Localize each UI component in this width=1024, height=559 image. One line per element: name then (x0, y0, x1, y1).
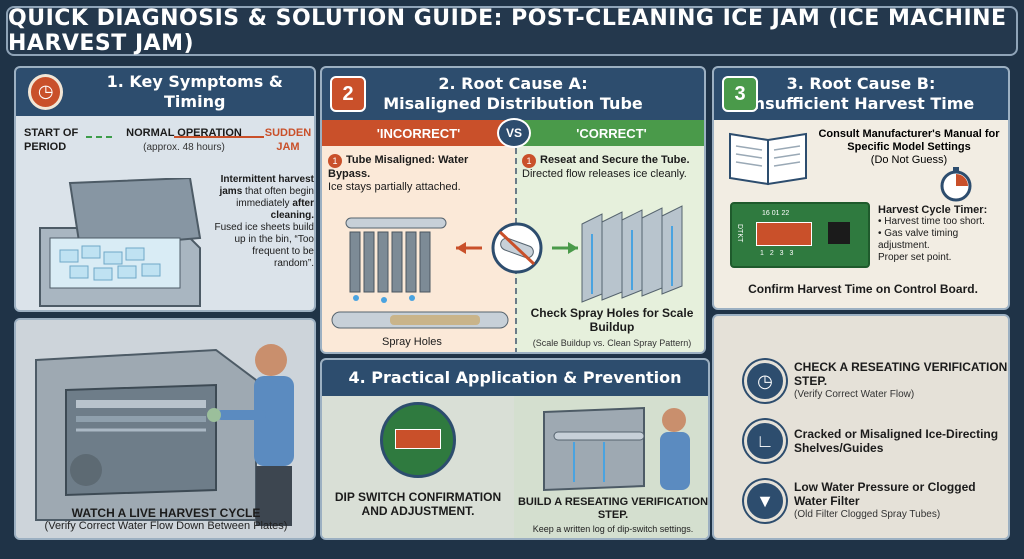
tip-filter-sub: (Old Filter Clogged Spray Tubes) (794, 509, 941, 520)
root-cause-a-panel: 2. Root Cause A: Misaligned Distribution… (320, 66, 706, 354)
page-title: QUICK DIAGNOSIS & SOLUTION GUIDE: POST-C… (8, 6, 1007, 56)
title-bar: QUICK DIAGNOSIS & SOLUTION GUIDE: POST-C… (6, 6, 1018, 56)
tip-reseating-title: CHECK A RESEATING VERIFICATION STEP. (794, 360, 1008, 388)
correct-label: 'CORRECT' (515, 120, 704, 146)
control-board: 16 01 22 DTKT 1 2 3 3 (730, 202, 870, 268)
dip-switch-label: DIP SWITCH CONFIRMATION AND ADJUSTMENT. (334, 490, 502, 518)
build-step-sub: Keep a written log of dip-switch setting… (532, 524, 694, 534)
technician-ice-machine-illustration (16, 320, 314, 538)
root-cause-b-panel: 3. Root Cause B: Insufficient Harvest Ti… (712, 66, 1010, 310)
symptoms-heading: 1. Key Symptoms & Timing (106, 72, 283, 111)
correct-step-desc: Directed flow releases ice cleanly. (522, 168, 687, 180)
root-cause-a-heading-line1: 2. Root Cause A: (438, 74, 588, 93)
reseating-section: BUILD A RESEATING VERIFICATION STEP. Kee… (514, 396, 709, 538)
practical-panel: 4. Practical Application & Prevention DI… (320, 358, 710, 540)
timeline-arrow-dashed (86, 136, 112, 138)
shelf-guide-icon: ∟ (744, 420, 786, 462)
timeline: START OF PERIOD NORMAL OPERATION (approx… (24, 126, 311, 172)
misaligned-plates-illustration (345, 217, 447, 303)
checks-panel: ◷ CHECK A RESEATING VERIFICATION STEP. (… (712, 314, 1010, 540)
check-spray-title: Check Spray Holes for Scale Buildup (530, 306, 694, 334)
timeline-start: START OF PERIOD (24, 127, 79, 153)
ice-bin-illustration (39, 178, 202, 307)
manual-title: Consult Manufacturer's Manual for Specif… (818, 128, 1000, 153)
manual-book-icon (729, 132, 807, 186)
incorrect-label: 'INCORRECT' (322, 120, 515, 146)
spray-tube-illustration (331, 311, 509, 329)
tip-water-filter: ▼ Low Water Pressure or Clogged Water Fi… (744, 480, 1008, 522)
check-spray-subtitle: (Scale Buildup vs. Clean Spray Pattern) (532, 338, 692, 348)
root-cause-b-badge: 3 (722, 76, 758, 112)
live-harvest-caption: WATCH A LIVE HARVEST CYCLE (Verify Corre… (20, 506, 312, 532)
aligned-plates-illustration (581, 205, 683, 303)
symptoms-panel: ◷ 1. Key Symptoms & Timing START OF PERI… (14, 66, 316, 312)
timer-item-2: • Gas valve timing adjustment. (878, 228, 959, 251)
symptoms-bold-1: Intermittent harvest jams (219, 174, 314, 197)
root-cause-b-heading-bar: 3. Root Cause B: Insufficient Harvest Ti… (714, 68, 1008, 120)
symptoms-plain-1: that often begin immediately (236, 186, 314, 209)
tip-shelves-title: Cracked or Misaligned Ice-Directing Shel… (794, 427, 999, 455)
dip-switch-closeup (380, 402, 456, 478)
timer-title: Harvest Cycle Timer: (878, 204, 988, 216)
dip-switch-section: DIP SWITCH CONFIRMATION AND ADJUSTMENT. (322, 396, 514, 538)
tip-filter-title: Low Water Pressure or Clogged Water Filt… (794, 480, 976, 508)
incorrect-step-title: Tube Misaligned: Water Bypass. (328, 154, 469, 180)
clock-icon: ◷ (28, 74, 64, 110)
root-cause-a-heading-bar: 2. Root Cause A: Misaligned Distribution… (322, 68, 704, 120)
live-harvest-panel: WATCH A LIVE HARVEST CYCLE (Verify Corre… (14, 318, 316, 540)
tip-shelves: ∟ Cracked or Misaligned Ice-Directing Sh… (744, 420, 1008, 462)
correct-step-number: 1 (522, 154, 536, 168)
timer-item-3: Proper set point. (878, 252, 952, 263)
harvest-timer-info: Harvest Cycle Timer: • Harvest time too … (878, 204, 1008, 264)
dip-switch-red[interactable] (395, 429, 441, 449)
correct-step: 1 Reseat and Secure the Tube. Directed fl… (522, 154, 704, 181)
stopwatch-icon: ◷ (744, 360, 786, 402)
board-label: 16 01 22 (762, 210, 790, 217)
reseat-arrows-icon (456, 222, 578, 274)
practical-heading: 4. Practical Application & Prevention (322, 360, 708, 396)
build-step-label: BUILD A RESEATING VERIFICATION STEP. (517, 496, 709, 521)
live-harvest-title: WATCH A LIVE HARVEST CYCLE (71, 506, 261, 520)
symptoms-description: Intermittent harvest jams that often beg… (212, 174, 314, 270)
incorrect-step-number: 1 (328, 154, 342, 168)
tip-reseating: ◷ CHECK A RESEATING VERIFICATION STEP. (… (744, 360, 1008, 402)
board-chip (828, 222, 850, 244)
technician-reseating-illustration (543, 406, 690, 492)
manual-subtitle: (Do Not Guess) (870, 154, 948, 166)
board-side-label: DTKT (736, 224, 743, 243)
water-filter-icon: ▼ (744, 480, 786, 522)
symptoms-bold-2: after cleaning. (270, 198, 314, 221)
board-numbers: 1 2 3 3 (760, 250, 796, 257)
root-cause-b-heading-line1: 3. Root Cause B: (786, 74, 936, 93)
correct-step-title: Reseat and Secure the Tube. (540, 154, 690, 166)
confirm-harvest-time: Confirm Harvest Time on Control Board. (748, 282, 978, 296)
timeline-end: SUDDEN JAM (264, 127, 312, 153)
manual-note: Consult Manufacturer's Manual for Specif… (810, 128, 1008, 167)
tip-reseating-sub: (Verify Correct Water Flow) (794, 389, 915, 400)
live-harvest-subtitle: (Verify Correct Water Flow Down Between … (44, 520, 288, 532)
incorrect-step-desc: Ice stays partially attached. (328, 181, 461, 193)
timeline-duration: (approx. 48 hours) (143, 142, 225, 153)
stopwatch-icon (940, 167, 972, 202)
root-cause-b-heading-line2: Insufficient Harvest Time (747, 94, 975, 113)
root-cause-a-badge: 2 (330, 76, 366, 112)
dip-switch-block[interactable] (756, 222, 812, 246)
symptoms-plain-2: Fused ice sheets build up in the bin, “T… (214, 222, 314, 269)
root-cause-a-heading-line2: Misaligned Distribution Tube (383, 94, 643, 113)
timer-item-1: • Harvest time too short. (878, 216, 985, 227)
timeline-arrow-solid (174, 136, 264, 138)
vs-badge: VS (497, 118, 531, 148)
spray-holes-label: Spray Holes (382, 336, 442, 348)
symptoms-heading-bar: ◷ 1. Key Symptoms & Timing (16, 68, 314, 116)
